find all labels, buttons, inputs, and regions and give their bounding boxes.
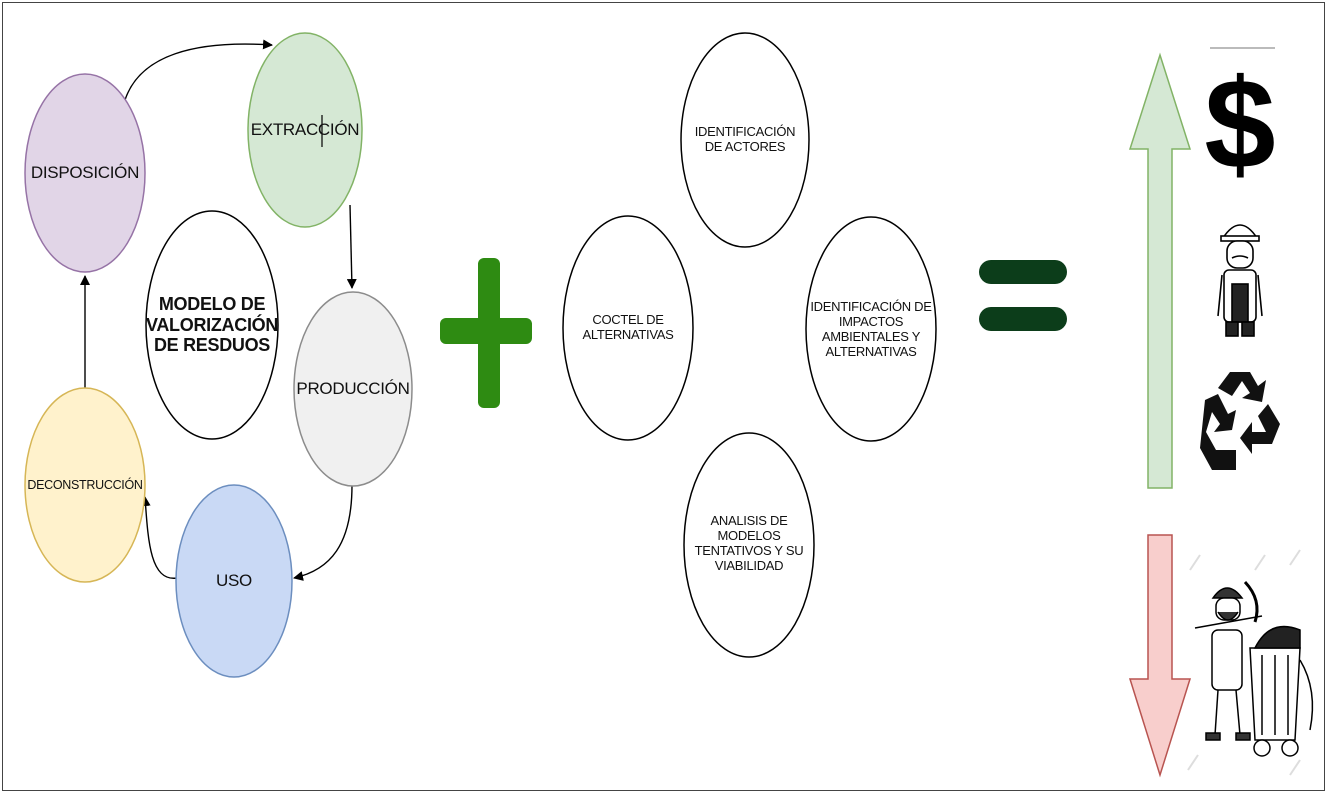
coctel-label: COCTEL DE ALTERNATIVAS — [582, 312, 674, 342]
uso-label: USO — [216, 571, 252, 591]
deconstruccion-node — [24, 387, 146, 583]
produccion-label: PRODUCCIÓN — [296, 379, 410, 399]
disposicion-label: DISPOSICIÓN — [30, 163, 140, 183]
analisis-label: ANALISIS DE MODELOS TENTATIVOS Y SU VIAB… — [694, 513, 804, 573]
impactos-label: IDENTIFICACIÓN DE IMPACTOS AMBIENTALES Y… — [810, 299, 932, 359]
increase-arrow — [1128, 52, 1192, 489]
arrow-disposicion-to-extraccion — [124, 39, 273, 101]
disposicion-node — [24, 73, 146, 273]
arrow-extraccion-to-produccion — [346, 204, 357, 289]
arrow-produccion-to-uso — [293, 484, 353, 581]
analisis-node — [683, 432, 815, 658]
actores-label: IDENTIFICACIÓN DE ACTORES — [694, 124, 796, 154]
decrease-arrow — [1128, 534, 1192, 778]
center-label: MODELO DE VALORIZACIÓN DE RESDUOS — [145, 293, 279, 356]
produccion-node — [293, 291, 413, 487]
dollar-icon: $ — [1204, 47, 1276, 196]
extraccion-node — [247, 32, 363, 228]
extraccion-label: EXTRACCIÓN — [250, 120, 360, 140]
actores-node — [680, 32, 810, 248]
miner-icon — [1187, 549, 1314, 776]
arrow-uso-to-deconstruccion — [140, 496, 178, 579]
plus-icon — [440, 258, 532, 408]
equals-icon — [979, 260, 1067, 331]
worker-icon — [1217, 224, 1263, 337]
coctel-node — [562, 215, 694, 441]
svg-text:$: $ — [1204, 53, 1275, 196]
recycle-icon — [1200, 372, 1280, 470]
deconstruccion-label: DECONSTRUCCIÓN — [27, 477, 143, 492]
uso-node — [175, 484, 293, 678]
center-node — [145, 210, 279, 440]
impactos-node — [805, 216, 937, 442]
